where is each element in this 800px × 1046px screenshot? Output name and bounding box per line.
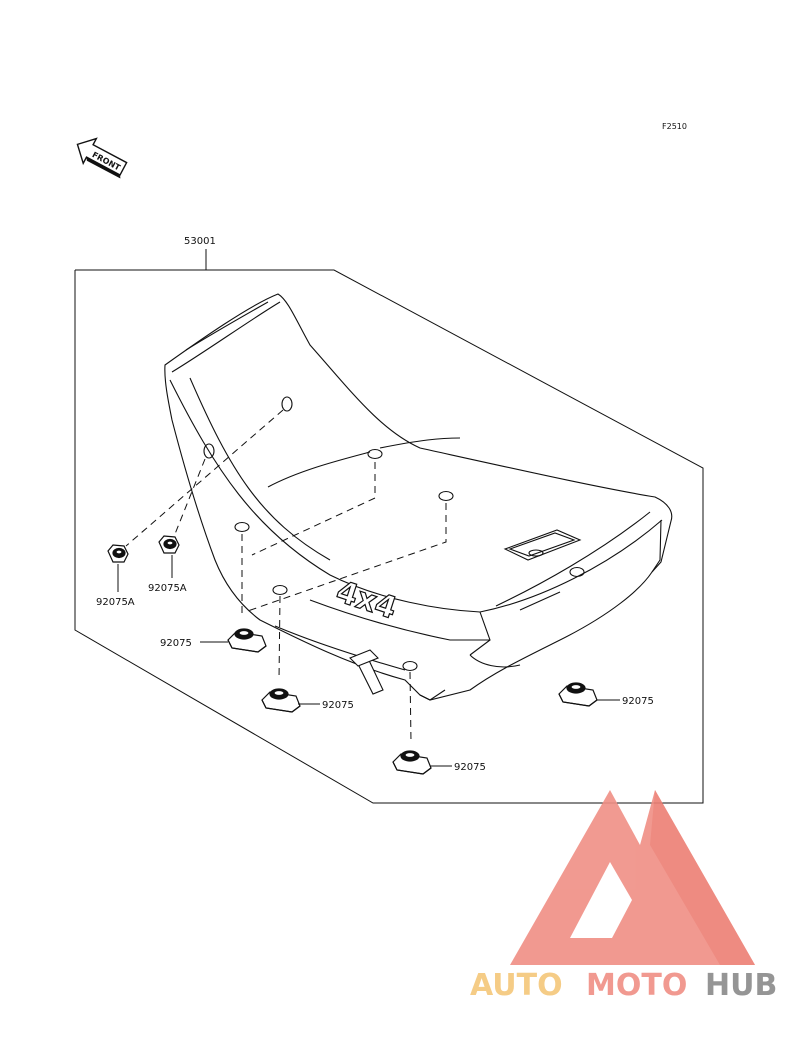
logo-word-auto: AUTO (470, 968, 563, 1003)
nut-92075A-left (107, 544, 129, 563)
damper-92075-c (558, 682, 598, 707)
damper-92075-b (261, 688, 301, 713)
front-arrow-icon: FRONT (76, 137, 128, 179)
automotohub-logo: AUTO MOTO HUB (470, 790, 777, 1003)
figure-code: F2510 (662, 122, 687, 131)
seat-53001 (164, 293, 673, 701)
damper-92075-a (227, 628, 267, 653)
logo-word-hub: HUB (705, 968, 777, 1003)
label-92075A-left: 92075A (96, 597, 135, 608)
assembly-lines (125, 409, 447, 743)
label-92075-c: 92075 (622, 696, 654, 707)
label-92075-d: 92075 (454, 762, 486, 773)
logo-word-moto: MOTO (586, 968, 687, 1003)
assembly-frame (74, 269, 704, 804)
label-92075-b: 92075 (322, 700, 354, 711)
damper-92075-d (392, 750, 432, 775)
label-53001: 53001 (184, 236, 216, 247)
nut-92075A-right (158, 535, 180, 554)
label-92075-a: 92075 (160, 638, 192, 649)
label-92075A-right: 92075A (148, 583, 187, 594)
